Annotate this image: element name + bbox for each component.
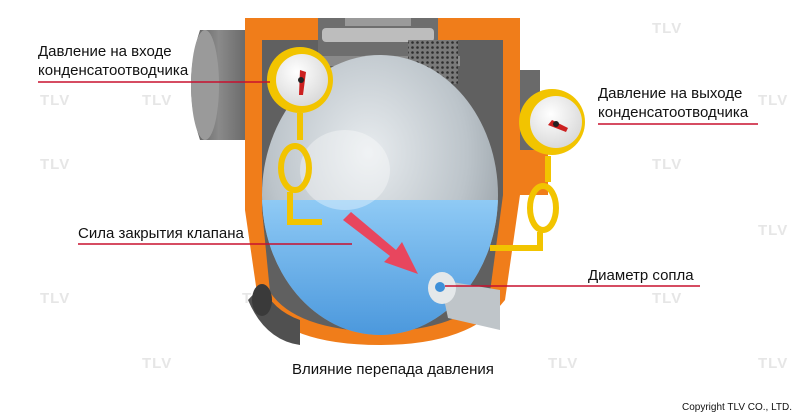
watermark: TLV <box>652 156 683 173</box>
watermark: TLV <box>652 290 683 307</box>
watermark: TLV <box>758 222 789 239</box>
label-inlet-line2: конденсатоотводчика <box>38 62 189 79</box>
label-outlet-line2: конденсатоотводчика <box>598 104 749 121</box>
label-inlet-line1: Давление на входе <box>38 43 172 60</box>
orifice-nozzle <box>428 272 500 330</box>
watermark: TLV <box>652 20 683 37</box>
watermark: TLV <box>40 92 71 109</box>
watermark: TLV <box>142 92 173 109</box>
outlet-pressure-gauge <box>490 89 585 251</box>
watermark: TLV <box>758 92 789 109</box>
watermark: TLV <box>548 355 579 372</box>
copyright-notice: Copyright TLV CO., LTD. <box>682 402 793 413</box>
label-outlet-line1: Давление на выходе <box>598 85 743 102</box>
label-inlet-pressure: Давление на входе конденсатоотводчика <box>38 42 188 80</box>
closing-force-arrow <box>343 212 418 274</box>
label-orifice-diameter: Диаметр сопла <box>588 267 694 284</box>
inlet-pressure-gauge <box>267 47 333 225</box>
label-outlet-pressure: Давление на выходе конденсатоотводчика <box>598 84 748 122</box>
diagram-caption: Влияние перепада давления <box>292 361 494 378</box>
watermark: TLV <box>142 355 173 372</box>
watermark: TLV <box>40 156 71 173</box>
label-closing-force: Сила закрытия клапана <box>78 225 244 242</box>
watermark: TLV <box>40 290 71 307</box>
watermark: TLV <box>758 355 789 372</box>
